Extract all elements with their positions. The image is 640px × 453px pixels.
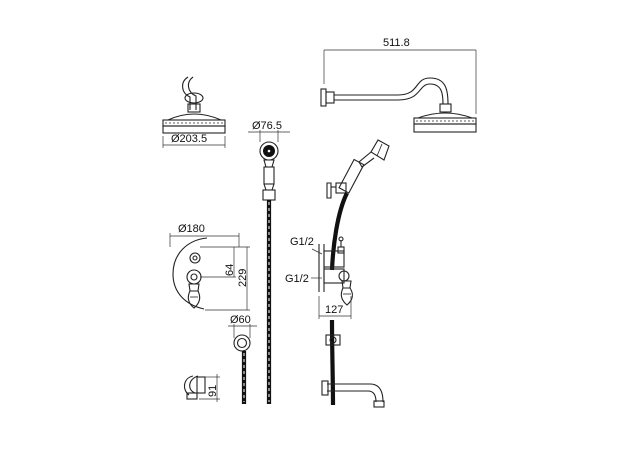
wall-shower-arm: [320, 77, 477, 133]
handshower-diameter-label: Ø76.5: [252, 120, 282, 132]
plate-dimensions: Ø180 64 229: [169, 223, 250, 311]
small-bath-spout: [184, 375, 206, 400]
thread-and-depth-dimensions: G1/2 G1/2 127: [285, 236, 352, 319]
handshower-diameter-dimension: Ø76.5: [248, 120, 290, 142]
handshower-front: [259, 141, 279, 404]
thread-lower-label: G1/2: [285, 273, 309, 285]
plate-diameter-label: Ø180: [178, 223, 205, 235]
outlet-diameter-dimension: Ø60: [228, 314, 257, 338]
outlet-diameter-label: Ø60: [230, 314, 251, 326]
arm-length-dimension: 511.8: [323, 37, 477, 114]
head-diameter-label: Ø203.5: [171, 133, 207, 145]
side-view-assembly: [318, 139, 390, 408]
plate-height-label: 229: [237, 269, 249, 287]
spout-height-dimension: 91: [199, 374, 220, 402]
valve-depth-label: 127: [325, 304, 343, 316]
spout-height-label: 91: [207, 385, 219, 397]
head-diameter-dimension: Ø203.5: [162, 133, 226, 148]
plate-offset-label: 64: [224, 264, 236, 276]
valve-trim-plate: [172, 237, 208, 310]
hose-outlet-elbow: [233, 334, 251, 404]
thread-upper-label: G1/2: [290, 236, 314, 248]
arm-length-label: 511.8: [383, 37, 410, 49]
ceiling-shower-head: [162, 76, 226, 134]
